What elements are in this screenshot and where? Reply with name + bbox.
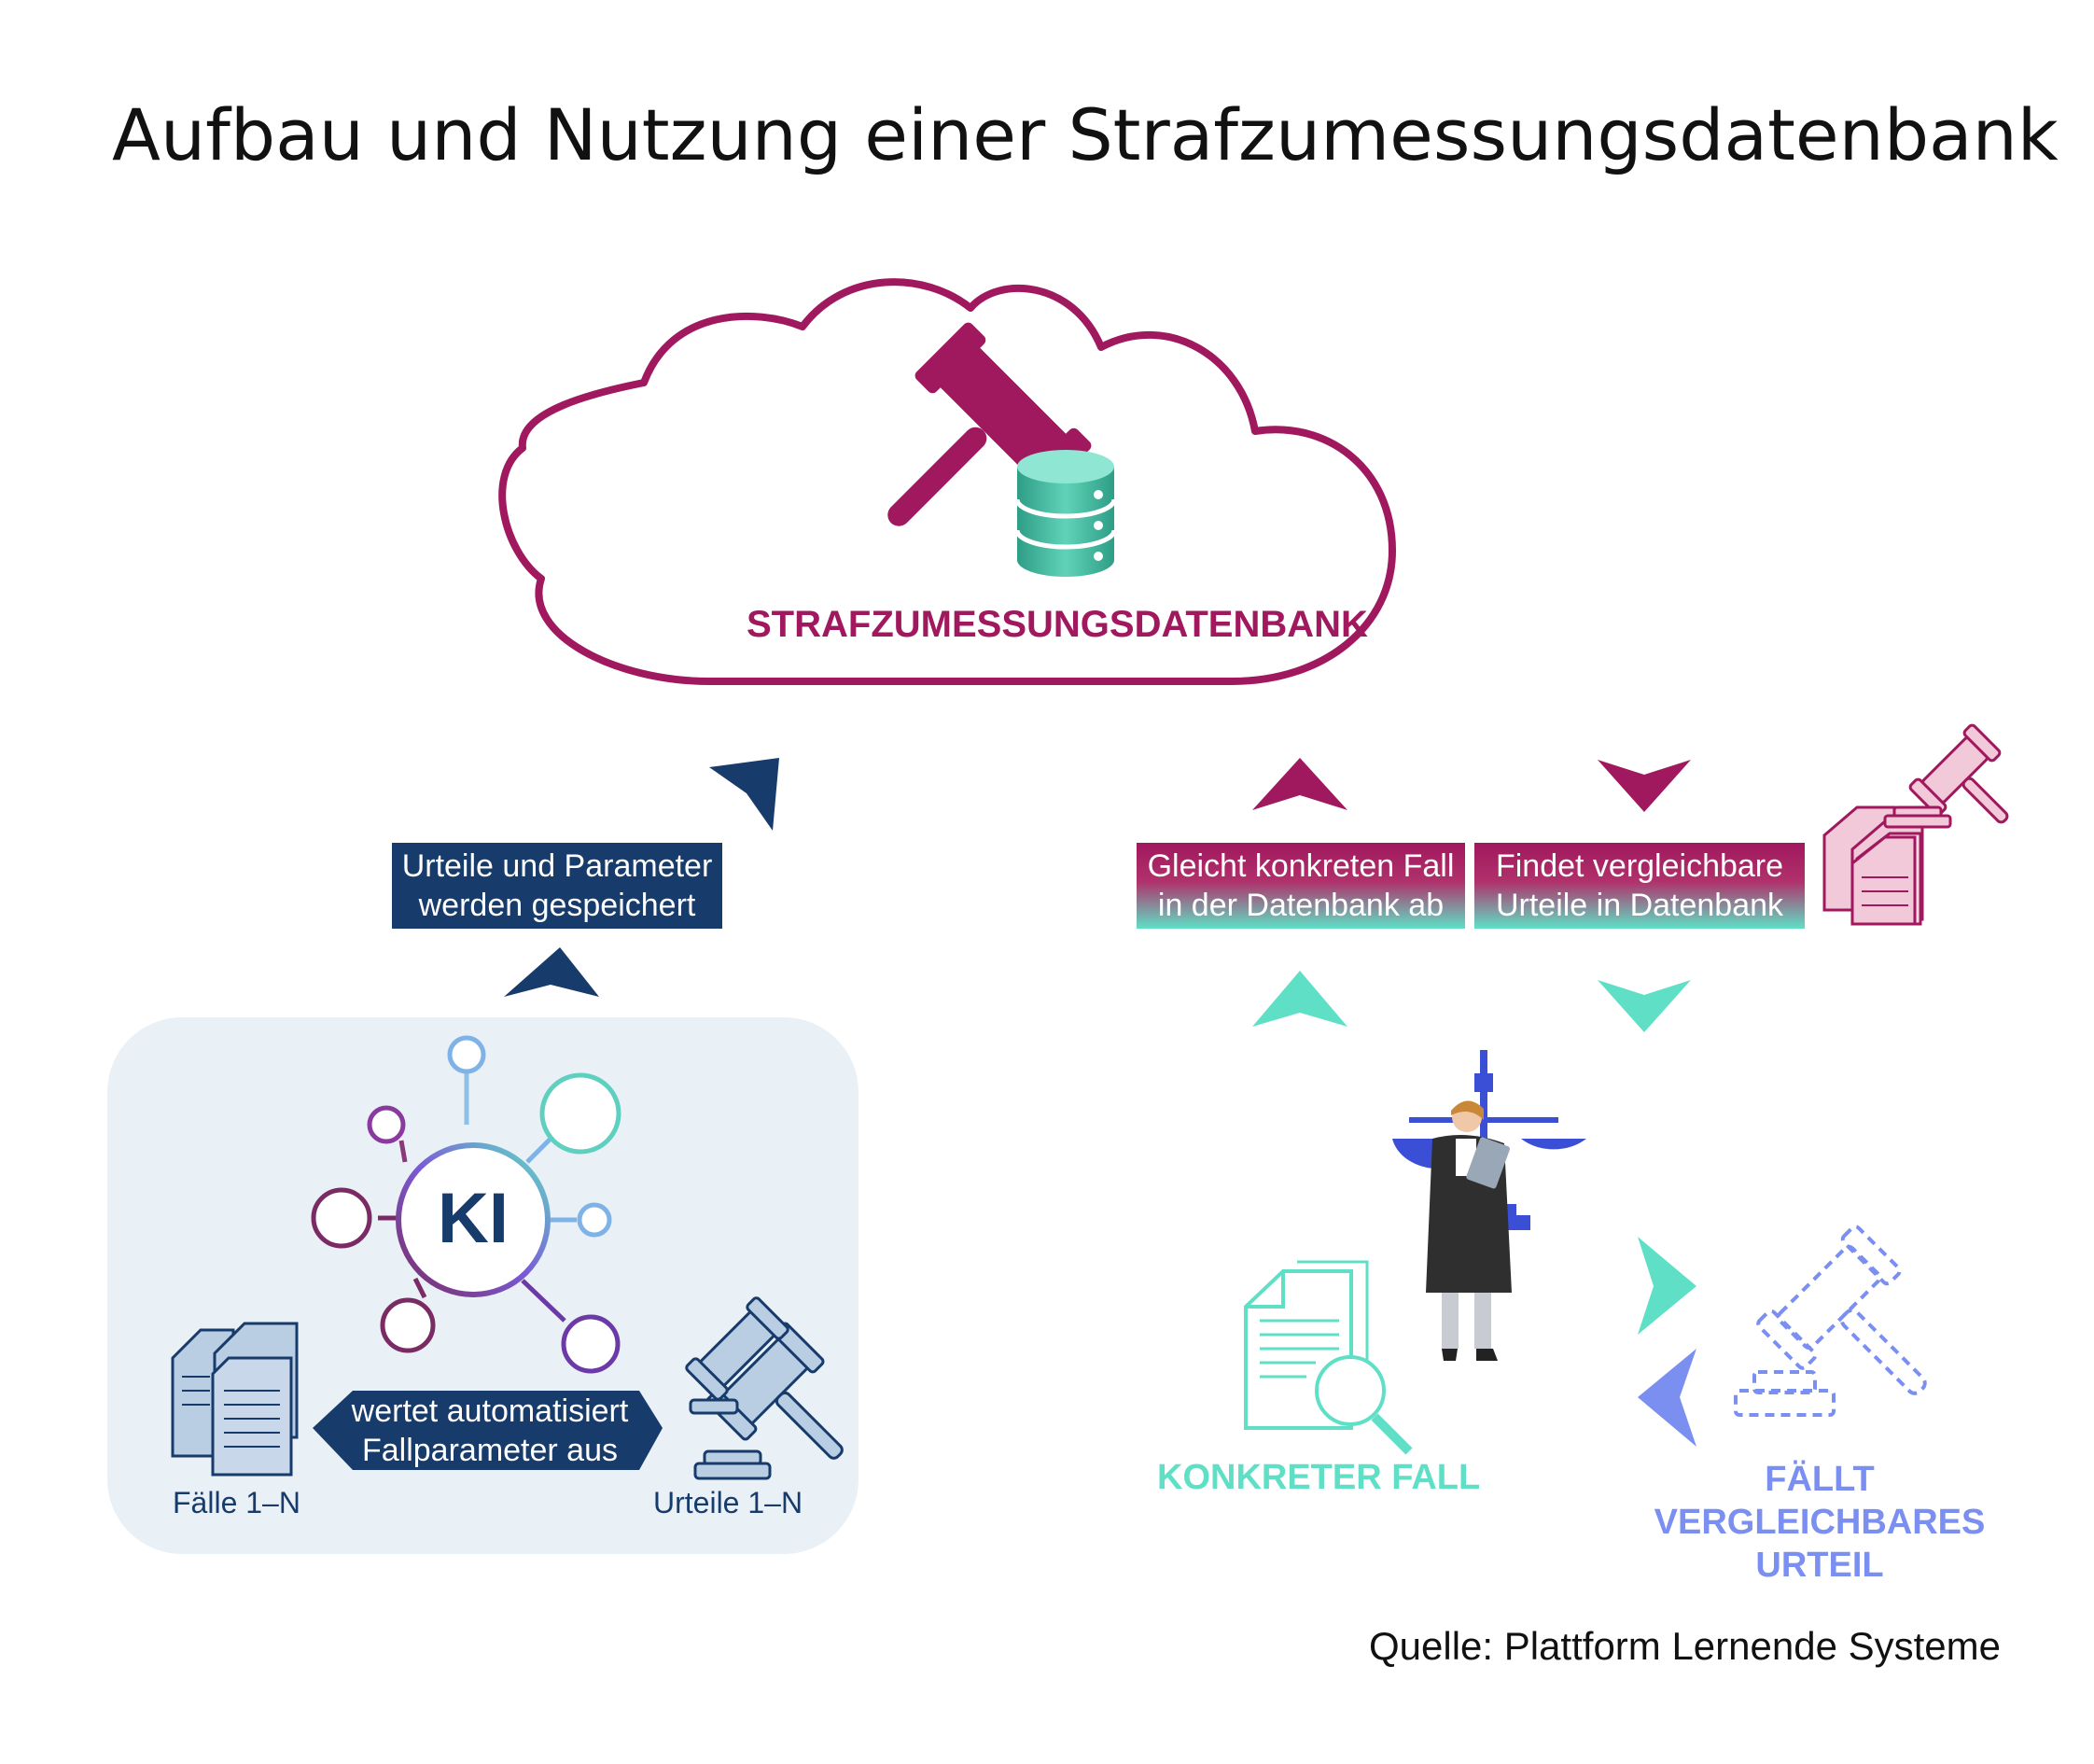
concrete-case-label: KONKRETER FALL <box>1157 1458 1481 1497</box>
pink-gavel-icon <box>1883 723 2009 829</box>
arrow-up-magenta <box>1252 758 1347 810</box>
ki-hub <box>396 1142 551 1297</box>
arrow-diag-navy <box>709 758 779 831</box>
arrow-right-mint <box>1638 1237 1696 1335</box>
verdicts-label: Urteile 1–N <box>653 1486 803 1519</box>
judge-figure-icon <box>1392 1050 1586 1361</box>
cases-label: Fälle 1–N <box>173 1486 300 1519</box>
arrow-down-magenta <box>1598 760 1691 812</box>
ki-node <box>447 1035 486 1074</box>
ki-node <box>577 1202 612 1238</box>
evaluate-line-1: wertet automatisiert <box>351 1393 629 1429</box>
document-search-icon <box>1244 1260 1413 1455</box>
dashed-gavel-icon <box>1734 1225 1927 1417</box>
gavels-icon <box>685 1296 844 1480</box>
arrow-left-periwinkle <box>1638 1349 1696 1447</box>
ki-node <box>380 1297 436 1353</box>
verdict-line-1: FÄLLT <box>1765 1460 1875 1499</box>
pink-documents-icon <box>1822 805 1924 926</box>
ki-label: KI <box>438 1179 509 1258</box>
evaluate-label: wertet automatisiert Fallparameter aus <box>322 1391 658 1470</box>
database-icon <box>1014 450 1117 577</box>
ki-node <box>367 1105 406 1144</box>
verdict-line-3: URTEIL <box>1755 1546 1884 1585</box>
arrow-up-navy <box>504 947 599 997</box>
compare-line-1: Gleicht konkreten Fall <box>1147 848 1455 884</box>
database-label: STRAFZUMESSUNGSDATENBANK <box>747 604 1368 645</box>
stored-line-2: werden gespeichert <box>418 888 696 923</box>
source-note: Quelle: Plattform Lernende Systeme <box>1368 1624 2001 1668</box>
finds-line-1: Findet vergleichbare <box>1495 848 1784 884</box>
finds-line-2: Urteile in Datenbank <box>1495 888 1784 923</box>
arrow-up-mint <box>1252 971 1347 1027</box>
ki-network <box>378 1069 577 1323</box>
ki-node <box>539 1072 621 1155</box>
evaluate-line-2: Fallparameter aus <box>361 1432 618 1468</box>
arrow-down-mint <box>1598 980 1691 1032</box>
page-title: Aufbau und Nutzung einer Strafzumessungs… <box>112 93 2059 176</box>
compare-line-2: in der Datenbank ab <box>1157 888 1445 923</box>
ki-node <box>311 1187 372 1249</box>
evaluate-label-shape <box>313 1391 663 1470</box>
finds-label: Findet vergleichbare Urteile in Datenban… <box>1474 843 1805 929</box>
comparable-verdict-label: FÄLLT VERGLEICHBARES URTEIL <box>1642 1458 1997 1587</box>
stored-label: Urteile und Parameter werden gespeichert <box>392 843 722 929</box>
compare-label: Gleicht konkreten Fall in der Datenbank … <box>1137 843 1465 929</box>
verdict-line-2: VERGLEICHBARES <box>1654 1503 1986 1542</box>
documents-icon <box>171 1322 299 1477</box>
stored-line-1: Urteile und Parameter <box>401 848 713 884</box>
ki-node <box>561 1314 621 1374</box>
